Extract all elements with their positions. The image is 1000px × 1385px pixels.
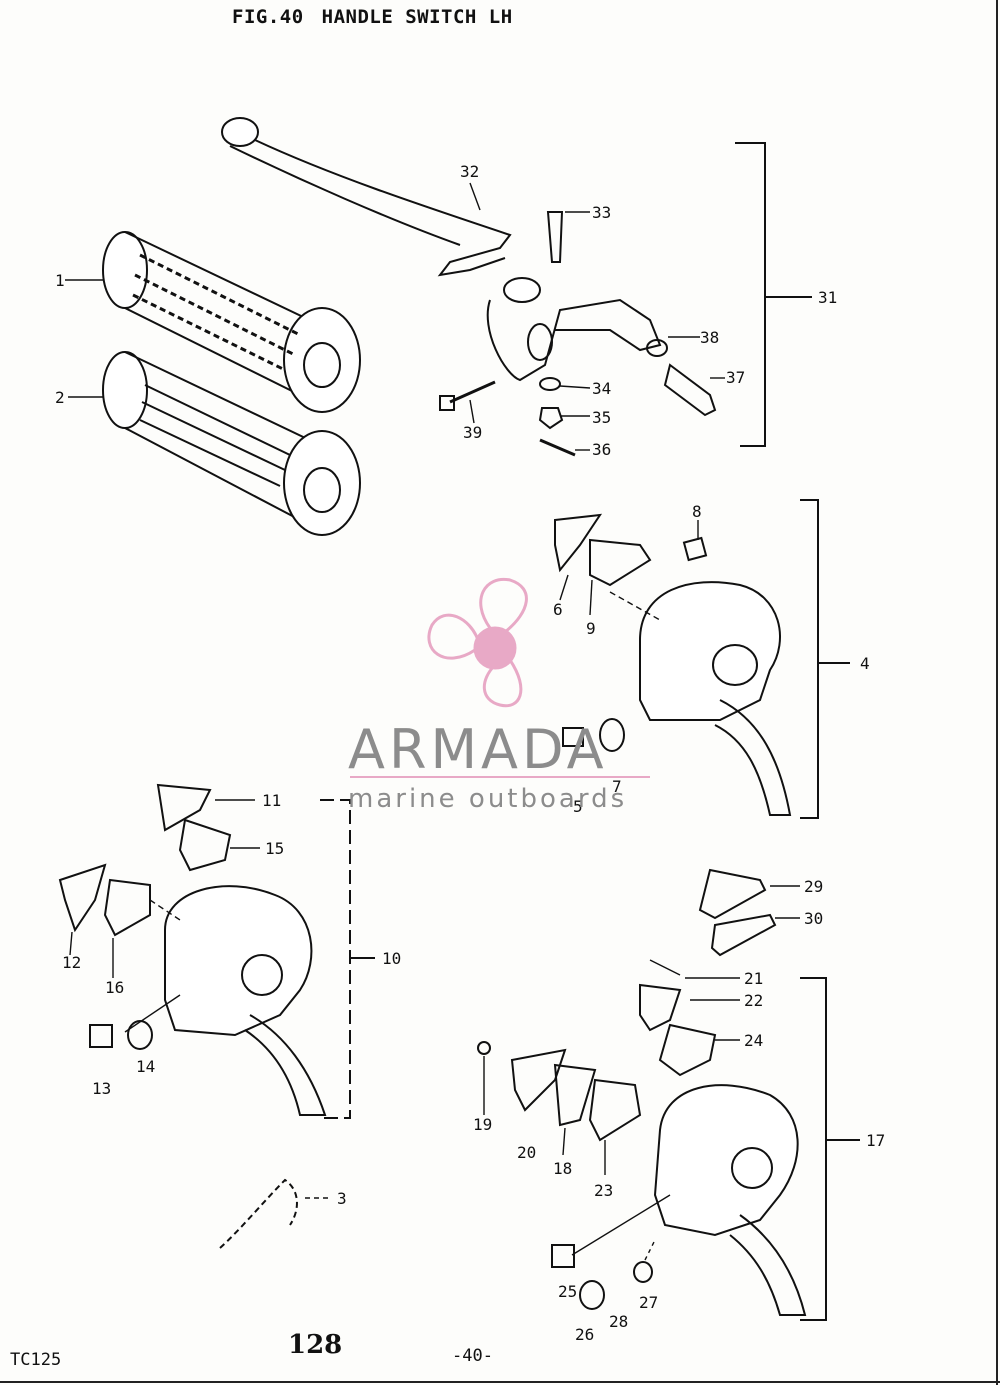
part-label: 3 <box>337 1189 347 1208</box>
part-label: 18 <box>553 1159 572 1178</box>
switch-housing-17 <box>477 868 807 1316</box>
watermark-name: ARMADA <box>348 718 608 781</box>
part-label: 9 <box>586 619 596 638</box>
part-label: 30 <box>804 909 823 928</box>
switch-housing-10 <box>58 783 327 1116</box>
part-label: 34 <box>592 379 611 398</box>
part-label: 1 <box>55 271 65 290</box>
part-label: 23 <box>594 1181 613 1200</box>
part-label: 37 <box>726 368 745 387</box>
part-label: 16 <box>105 978 124 997</box>
watermark-divider <box>350 776 650 778</box>
part-label: 10 <box>382 949 401 968</box>
part-label: 33 <box>592 203 611 222</box>
part-label: 28 <box>609 1312 628 1331</box>
part-label: 15 <box>265 839 284 858</box>
sub-page-number: -40- <box>452 1346 493 1366</box>
part-label: 21 <box>744 969 763 988</box>
part-label: 5 <box>573 797 583 816</box>
part-label: 19 <box>473 1115 492 1134</box>
part-label: 12 <box>62 953 81 972</box>
part-label: 29 <box>804 877 823 896</box>
grip-2 <box>102 351 361 536</box>
part-label: 20 <box>517 1143 536 1162</box>
part-label: 2 <box>55 388 65 407</box>
figure-title: FIG.40 HANDLE SWITCH LH <box>232 6 513 28</box>
lever-assembly <box>221 117 717 457</box>
part-label: 36 <box>592 440 611 459</box>
figure-name: HANDLE SWITCH LH <box>321 6 513 28</box>
part-label: 38 <box>700 328 719 347</box>
part-label: 25 <box>558 1282 577 1301</box>
part-label: 24 <box>744 1031 763 1050</box>
part-label: 14 <box>136 1057 155 1076</box>
part-label: 32 <box>460 162 479 181</box>
part-label: 8 <box>692 502 702 521</box>
figure-number: FIG.40 <box>232 6 304 28</box>
part-label: 26 <box>575 1325 594 1344</box>
part-label: 27 <box>639 1293 658 1312</box>
part-label: 31 <box>818 288 837 307</box>
propeller-logo <box>427 577 528 708</box>
part-label: 7 <box>612 777 622 796</box>
grip-1 <box>102 231 361 413</box>
page-number: 128 <box>288 1330 343 1360</box>
part-label: 11 <box>262 791 281 810</box>
watermark-subtitle: marine outboards <box>348 784 628 814</box>
part-label: 6 <box>553 600 563 619</box>
leader-lines <box>65 182 800 1261</box>
part-label: 17 <box>866 1131 885 1150</box>
model-code: TC125 <box>10 1350 62 1370</box>
part-label: 22 <box>744 991 763 1010</box>
part-label: 39 <box>463 423 482 442</box>
group-brackets <box>320 142 860 1321</box>
part-label: 4 <box>860 654 870 673</box>
switch-housing-4 <box>554 513 792 816</box>
wire-clip-3 <box>219 1178 298 1249</box>
part-label: 13 <box>92 1079 111 1098</box>
part-label: 35 <box>592 408 611 427</box>
part-labels: 1 2 3 4 5 6 7 8 9 10 11 12 13 14 15 16 1… <box>55 162 885 1344</box>
